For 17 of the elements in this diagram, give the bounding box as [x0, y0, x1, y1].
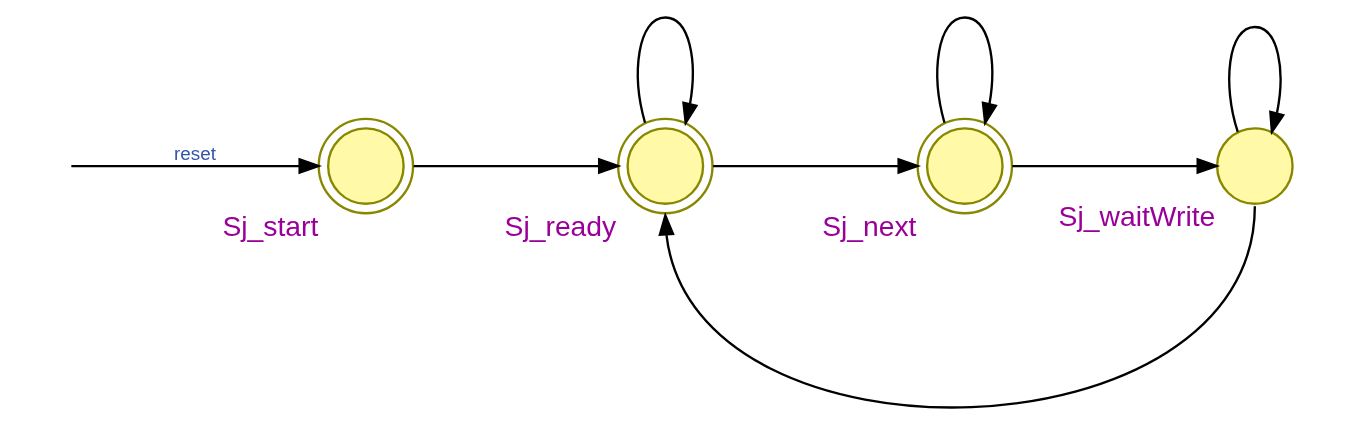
arrow — [713, 157, 922, 175]
arrow — [936, 16, 998, 127]
node-circle — [1215, 127, 1294, 205]
node-circle — [617, 117, 714, 215]
node-circle — [916, 117, 1014, 215]
edge-label: reset — [173, 142, 216, 164]
arrow — [636, 16, 699, 127]
node-label: Sj_ready — [504, 209, 617, 242]
node-label: Sj_waitWrite — [1058, 200, 1216, 233]
node-circle — [317, 117, 415, 215]
arrow — [658, 205, 1256, 409]
arrow — [1012, 157, 1221, 175]
node-label: Sj_start — [222, 209, 319, 242]
node-label: Sj_next — [822, 209, 917, 242]
arrow — [413, 157, 622, 175]
arrow — [1228, 25, 1286, 136]
arrow — [71, 157, 323, 175]
